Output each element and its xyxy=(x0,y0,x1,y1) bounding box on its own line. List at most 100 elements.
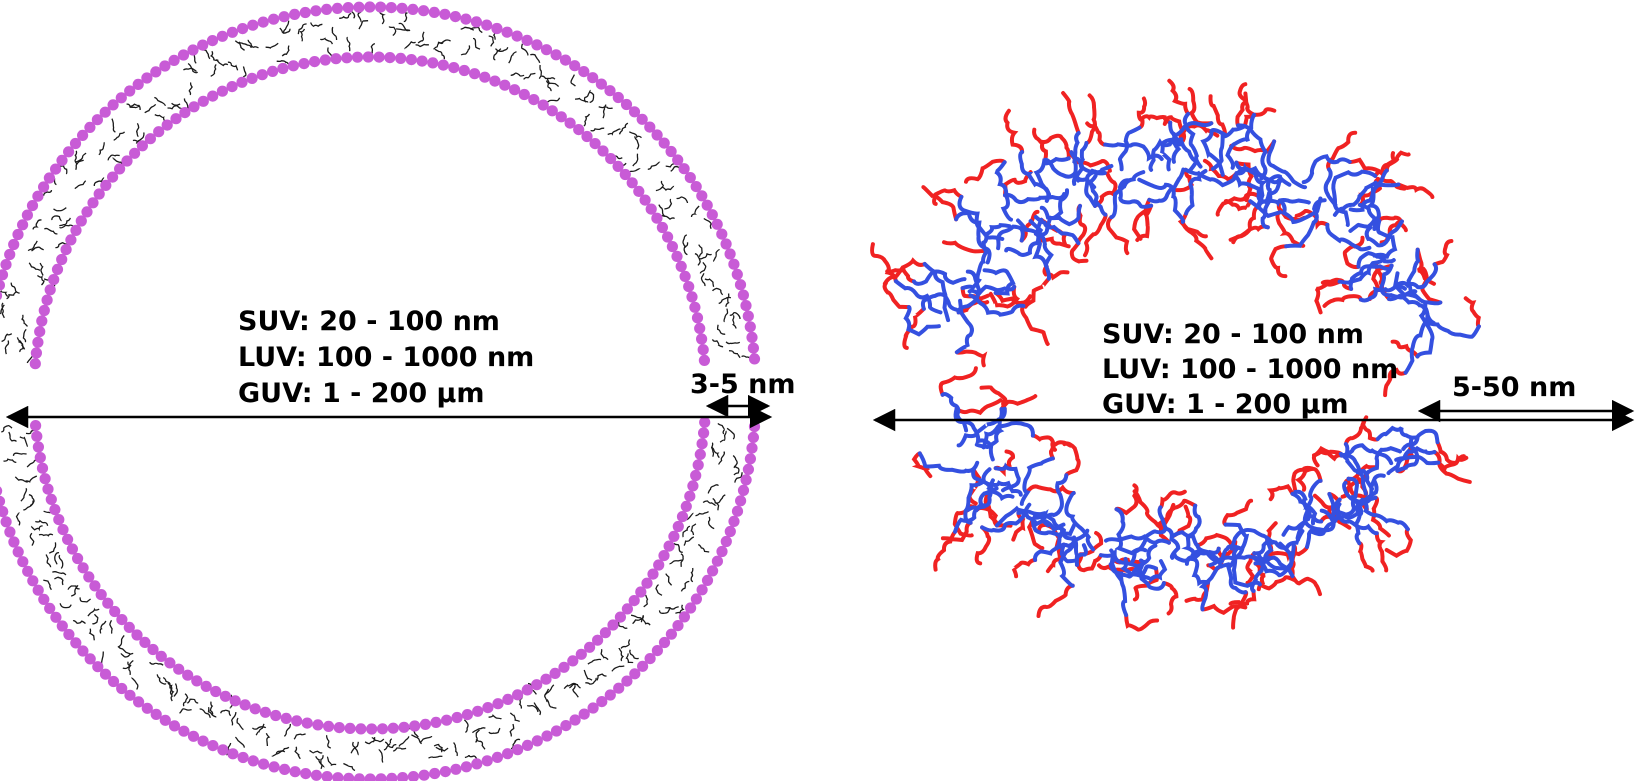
lipid-tail xyxy=(495,47,509,52)
hydrophobic-chain xyxy=(1030,517,1077,538)
lipid-headgroup xyxy=(42,483,54,495)
lipid-headgroup xyxy=(450,763,462,775)
polymersome-thickness-label: 5-50 nm xyxy=(1452,372,1576,403)
lipid-tail xyxy=(87,607,100,617)
lipid-tail xyxy=(38,533,54,537)
lipid-headgroup xyxy=(0,259,12,271)
lipid-headgroup xyxy=(595,78,608,90)
lipid-headgroup xyxy=(684,172,696,184)
lipid-headgroup xyxy=(298,58,310,70)
lipid-headgroup xyxy=(77,645,89,657)
hydrophobic-chain xyxy=(956,269,981,315)
lipid-tail xyxy=(733,465,740,476)
lipid-headgroup xyxy=(49,504,61,516)
hydrophobic-chain xyxy=(1348,202,1377,233)
lipid-tail xyxy=(126,103,140,109)
lipid-headgroup xyxy=(676,510,689,523)
lipid-headgroup xyxy=(663,540,675,552)
lipid-headgroup xyxy=(62,533,74,546)
lipid-headgroup xyxy=(694,322,706,334)
lipid-headgroup xyxy=(197,39,209,51)
lipid-tail xyxy=(358,20,369,30)
hydrophobic-chain xyxy=(1117,125,1142,172)
lipid-headgroup xyxy=(121,155,133,167)
lipid-headgroup xyxy=(458,64,470,77)
hydrophilic-chain xyxy=(1132,489,1167,532)
hydrophilic-chain xyxy=(1139,114,1173,125)
lipid-headgroup xyxy=(716,228,728,240)
lipid-tail xyxy=(683,536,695,547)
lipid-headgroup xyxy=(656,221,669,234)
lipid-tail xyxy=(470,26,483,34)
lipid-headgroup xyxy=(164,657,176,669)
lipid-tail xyxy=(655,180,664,192)
lipid-tail xyxy=(398,736,410,747)
hydrophilic-chain xyxy=(964,158,1007,184)
lipid-headgroup xyxy=(114,163,126,175)
lipid-tail xyxy=(417,31,425,44)
lipid-headgroup xyxy=(173,663,185,675)
lipid-headgroup xyxy=(136,140,148,152)
lipid-headgroup xyxy=(398,721,410,733)
lipid-headgroup xyxy=(72,552,84,565)
lipid-tail xyxy=(201,49,211,60)
lipid-headgroup xyxy=(691,312,704,324)
lipid-tail xyxy=(625,653,634,664)
lipid-headgroup xyxy=(107,675,120,688)
hydrophobic-chain xyxy=(1333,476,1359,517)
lipid-tail xyxy=(704,278,715,287)
lipid-tail xyxy=(182,693,189,707)
lipid-headgroup xyxy=(133,696,145,708)
hydrophilic-chain xyxy=(1229,139,1277,154)
lipid-headgroup xyxy=(124,85,136,97)
lipid-headgroup xyxy=(207,90,219,102)
hydrophobic-chain xyxy=(1109,170,1146,220)
lipid-headgroup xyxy=(34,326,46,338)
lipid-tail xyxy=(74,180,87,190)
lipid-headgroup xyxy=(344,722,356,735)
lipid-headgroup xyxy=(17,556,29,568)
lipid-headgroup xyxy=(384,52,396,64)
lipid-headgroup xyxy=(267,65,279,77)
lipid-headgroup xyxy=(639,194,651,206)
lipid-headgroup xyxy=(65,234,77,246)
lipid-headgroup xyxy=(246,72,258,84)
lipid-tail xyxy=(712,287,724,296)
lipid-tail xyxy=(30,525,43,532)
lipid-headgroup xyxy=(217,744,229,756)
hydrophobic-chain xyxy=(1325,222,1372,252)
lipid-headgroup xyxy=(129,147,141,159)
lipid-headgroup xyxy=(626,177,638,189)
lipid-headgroup xyxy=(540,673,552,685)
lipid-tail xyxy=(283,723,292,737)
lipid-headgroup xyxy=(647,568,659,580)
lipid-tail xyxy=(530,53,541,63)
lipid-headgroup xyxy=(419,718,431,731)
lipid-tail xyxy=(472,37,481,50)
lipid-headgroup xyxy=(672,620,684,632)
hydrophobic-chain xyxy=(1339,443,1394,466)
lipid-tail xyxy=(718,296,732,305)
lipid-headgroup xyxy=(373,51,385,63)
lipid-headgroup xyxy=(614,611,627,623)
lipid-headgroup xyxy=(89,580,101,592)
lipid-tail xyxy=(299,28,306,42)
lipid-headgroup xyxy=(159,714,171,726)
lipid-headgroup xyxy=(366,723,378,735)
lipid-tail xyxy=(384,741,397,749)
lipid-headgroup xyxy=(77,129,89,141)
lipid-headgroup xyxy=(587,72,599,84)
lipid-tail xyxy=(154,114,166,123)
lipid-headgroup xyxy=(448,62,460,74)
lipid-headgroup xyxy=(701,199,713,211)
lipid-headgroup xyxy=(397,772,409,781)
lipid-headgroup xyxy=(612,160,624,172)
lipid-tail xyxy=(58,165,68,175)
hydrophilic-chain xyxy=(974,525,992,566)
lipid-headgroup xyxy=(528,94,540,106)
lipid-tail xyxy=(276,746,290,755)
hydrophobic-chain xyxy=(1033,215,1081,246)
lipid-headgroup xyxy=(578,708,590,720)
lipid-headgroup xyxy=(139,636,151,649)
lipid-tail xyxy=(188,82,193,96)
